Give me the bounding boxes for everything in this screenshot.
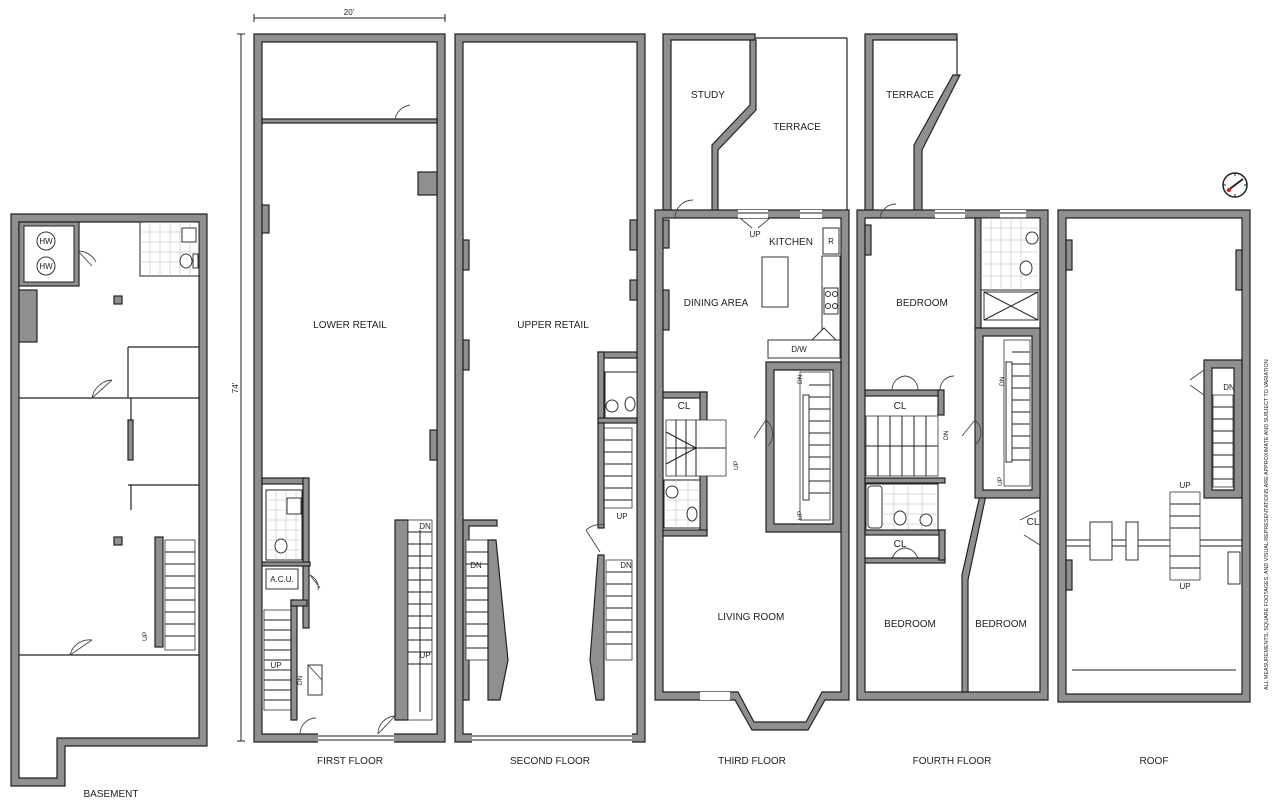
roof-plan: DN UP UP ROOF — [1057, 209, 1251, 767]
first-dn-label-2: DN — [419, 522, 431, 531]
second-floor-stair-lower — [605, 559, 633, 661]
roof-stair-upper — [1212, 394, 1234, 488]
kitchen-label: KITCHEN — [769, 237, 813, 248]
second-floor-plan: DN UP DN UPPER RETAIL SECOND FLOOR — [454, 33, 646, 767]
first-floor-stair-right — [407, 519, 433, 721]
third-floor-stair-main — [799, 371, 831, 521]
roof-label: ROOF — [1140, 756, 1169, 767]
study-label: STUDY — [691, 90, 725, 101]
third-floor-label: THIRD FLOOR — [718, 756, 786, 767]
fourth-closet-label-2: CL — [894, 539, 907, 550]
second-dn-label-2: DN — [620, 561, 632, 570]
fourth-dn-label-1: DN — [943, 430, 950, 440]
hw-label-2: HW — [39, 262, 53, 271]
dishwasher-label: D/W — [791, 345, 807, 354]
fourth-dn-label-2: DN — [999, 376, 1006, 386]
depth-dimension: 74' — [231, 33, 245, 742]
depth-label: 74' — [231, 382, 240, 393]
third-dn-label: DN — [797, 374, 804, 384]
second-dn-label-1: DN — [470, 561, 482, 570]
fourth-floor-stair-main — [1003, 339, 1031, 487]
fourth-bedroom-label-2: BEDROOM — [884, 619, 936, 630]
dining-area-label: DINING AREA — [684, 298, 749, 309]
third-floor-stair-winding — [665, 419, 727, 477]
roof-dn-label: DN — [1223, 383, 1235, 392]
fourth-closet-label-1: CL — [894, 401, 907, 412]
fourth-bedroom-label-3: BEDROOM — [975, 619, 1027, 630]
fourth-bedroom-label-1: BEDROOM — [896, 298, 948, 309]
basement-up-label: UP — [142, 632, 149, 641]
disclaimer-text: ALL MEASUREMENTS, SQUARE FOOTAGES, AND V… — [1264, 359, 1270, 690]
hw-label-1: HW — [39, 237, 53, 246]
third-floor-plan: STUDY TERRACE UP KITCHEN R D/W DINING AR… — [654, 33, 850, 767]
compass-icon — [1222, 172, 1248, 198]
fourth-closet-label-3: CL — [1027, 517, 1040, 528]
basement-label: BASEMENT — [83, 789, 138, 800]
first-floor-plan: A.C.U. UP DN DN UP LOW — [253, 33, 446, 767]
first-floor-label: FIRST FLOOR — [317, 756, 383, 767]
first-up-label-1: UP — [270, 661, 281, 670]
third-closet-label: CL — [678, 401, 691, 412]
first-dn-label-1: DN — [297, 675, 304, 685]
fourth-floor-stair-winding — [865, 415, 939, 477]
second-up-label: UP — [616, 512, 627, 521]
fridge-label: R — [828, 237, 834, 246]
roof-up-label-1: UP — [1179, 481, 1190, 490]
width-dimension: 20' — [253, 8, 446, 22]
fourth-terrace-label: TERRACE — [886, 90, 934, 101]
first-floor-stair-left — [263, 609, 292, 711]
fourth-floor-label: FOURTH FLOOR — [913, 756, 992, 767]
second-floor-stair-right — [603, 427, 633, 509]
fourth-up-label: UP — [997, 477, 1004, 486]
width-label: 20' — [344, 8, 355, 17]
third-up-label-bottom: UP — [797, 511, 804, 520]
third-terrace-label: TERRACE — [773, 122, 821, 133]
third-up-label-mid: UP — [733, 461, 740, 470]
upper-retail-label: UPPER RETAIL — [517, 320, 589, 331]
basement-plan: HW HW U — [10, 213, 208, 800]
third-up-label-top: UP — [749, 230, 760, 239]
living-room-label: LIVING ROOM — [718, 612, 785, 623]
second-floor-stair-left — [465, 539, 489, 661]
first-up-label-2: UP — [419, 651, 430, 660]
basement-stairs — [164, 539, 196, 651]
acu-label: A.C.U. — [270, 575, 294, 584]
roof-up-label-2: UP — [1179, 582, 1190, 591]
fourth-floor-plan: TERRACE BEDROOM CL DN — [856, 33, 1049, 767]
lower-retail-label: LOWER RETAIL — [313, 320, 387, 331]
second-floor-label: SECOND FLOOR — [510, 756, 590, 767]
roof-stair-center — [1169, 491, 1201, 581]
